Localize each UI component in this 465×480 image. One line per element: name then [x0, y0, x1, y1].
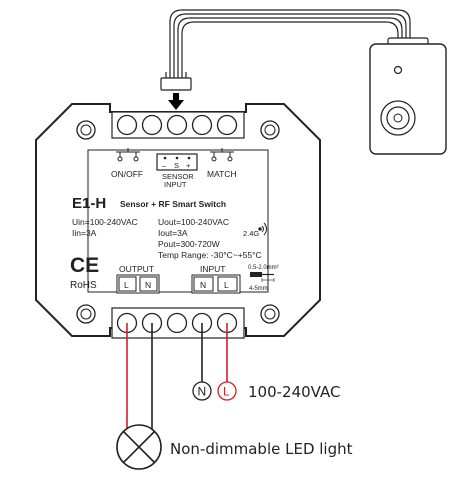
- arrow-head: [168, 100, 184, 110]
- wire-strip-icon: [250, 272, 275, 282]
- rf-label: 2.4G: [243, 229, 259, 238]
- ce-mark: CE: [70, 254, 99, 277]
- device-subtitle: Sensor + RF Smart Switch: [120, 199, 226, 209]
- sensor-cable: [169, 9, 411, 80]
- output-terminal-n: N: [145, 280, 151, 290]
- load-label: Non-dimmable LED light: [170, 440, 353, 458]
- sensor-input-header: – S +: [156, 153, 198, 171]
- screw-terminal: [141, 114, 163, 136]
- mains-live-marker: [217, 381, 237, 401]
- spec-uin: Uin=100-240VAC: [72, 217, 138, 227]
- mains-voltage-label: 100-240VAC: [248, 383, 340, 401]
- spec-pout: Pout=300-720W: [158, 239, 220, 249]
- sensor-plug: [160, 72, 192, 91]
- screw-terminal: [191, 114, 213, 136]
- screw-terminal: [116, 114, 138, 136]
- input-title: INPUT: [200, 264, 226, 274]
- mounting-hole-bottom-right: [260, 304, 280, 324]
- mounting-hole-top-right: [260, 120, 280, 140]
- on-off-label: ON/OFF: [111, 169, 143, 179]
- sensor-pin-signal: S: [174, 161, 179, 170]
- screw-terminal: [166, 114, 188, 136]
- spec-temp: Temp Range: -30°C~+55°C: [158, 250, 262, 260]
- match-button-symbol: [210, 148, 234, 162]
- mounting-hole-top-left: [76, 120, 96, 140]
- wireless-signal-icon: [258, 222, 267, 236]
- model-name: E1-H: [72, 195, 106, 212]
- spec-iout: Iout=3A: [158, 228, 188, 238]
- wire-cross-section: 0.5-2.0mm²: [248, 265, 279, 271]
- mounting-hole-bottom-left: [76, 304, 96, 324]
- lamp-icon: [116, 424, 162, 470]
- spec-uout: Uout=100-240VAC: [158, 217, 229, 227]
- sensor-input-label-2: INPUT: [164, 180, 187, 189]
- sensor-module: [369, 37, 447, 155]
- screw-terminal: [216, 114, 238, 136]
- insert-arrow-icon: [168, 93, 184, 110]
- spec-iin: Iin=3A: [72, 228, 97, 238]
- input-terminal-l: L: [224, 280, 229, 290]
- input-terminal-n: N: [200, 280, 206, 290]
- mains-neutral-label: N: [198, 385, 207, 399]
- sensor-pin-pos: +: [186, 161, 191, 170]
- arrow-shaft: [173, 93, 179, 100]
- output-title: OUTPUT: [119, 264, 154, 274]
- label-area: [87, 149, 269, 293]
- bottom-terminal-block: [111, 307, 245, 339]
- match-label: MATCH: [207, 169, 237, 179]
- mains-live-label: L: [223, 385, 230, 399]
- sensor-pin-neg: –: [162, 161, 167, 170]
- rohs-mark: RoHS: [70, 280, 97, 291]
- wire-strip-length: 4-5mm: [249, 286, 268, 292]
- on-off-button-symbol: [116, 148, 140, 162]
- screw-terminal: [166, 312, 188, 334]
- top-terminal-block: [111, 111, 245, 139]
- output-terminal-l: L: [124, 280, 129, 290]
- mains-neutral-marker: [192, 381, 212, 401]
- wires: [126, 323, 228, 433]
- sensor-input-label-1: SENSOR: [162, 172, 194, 181]
